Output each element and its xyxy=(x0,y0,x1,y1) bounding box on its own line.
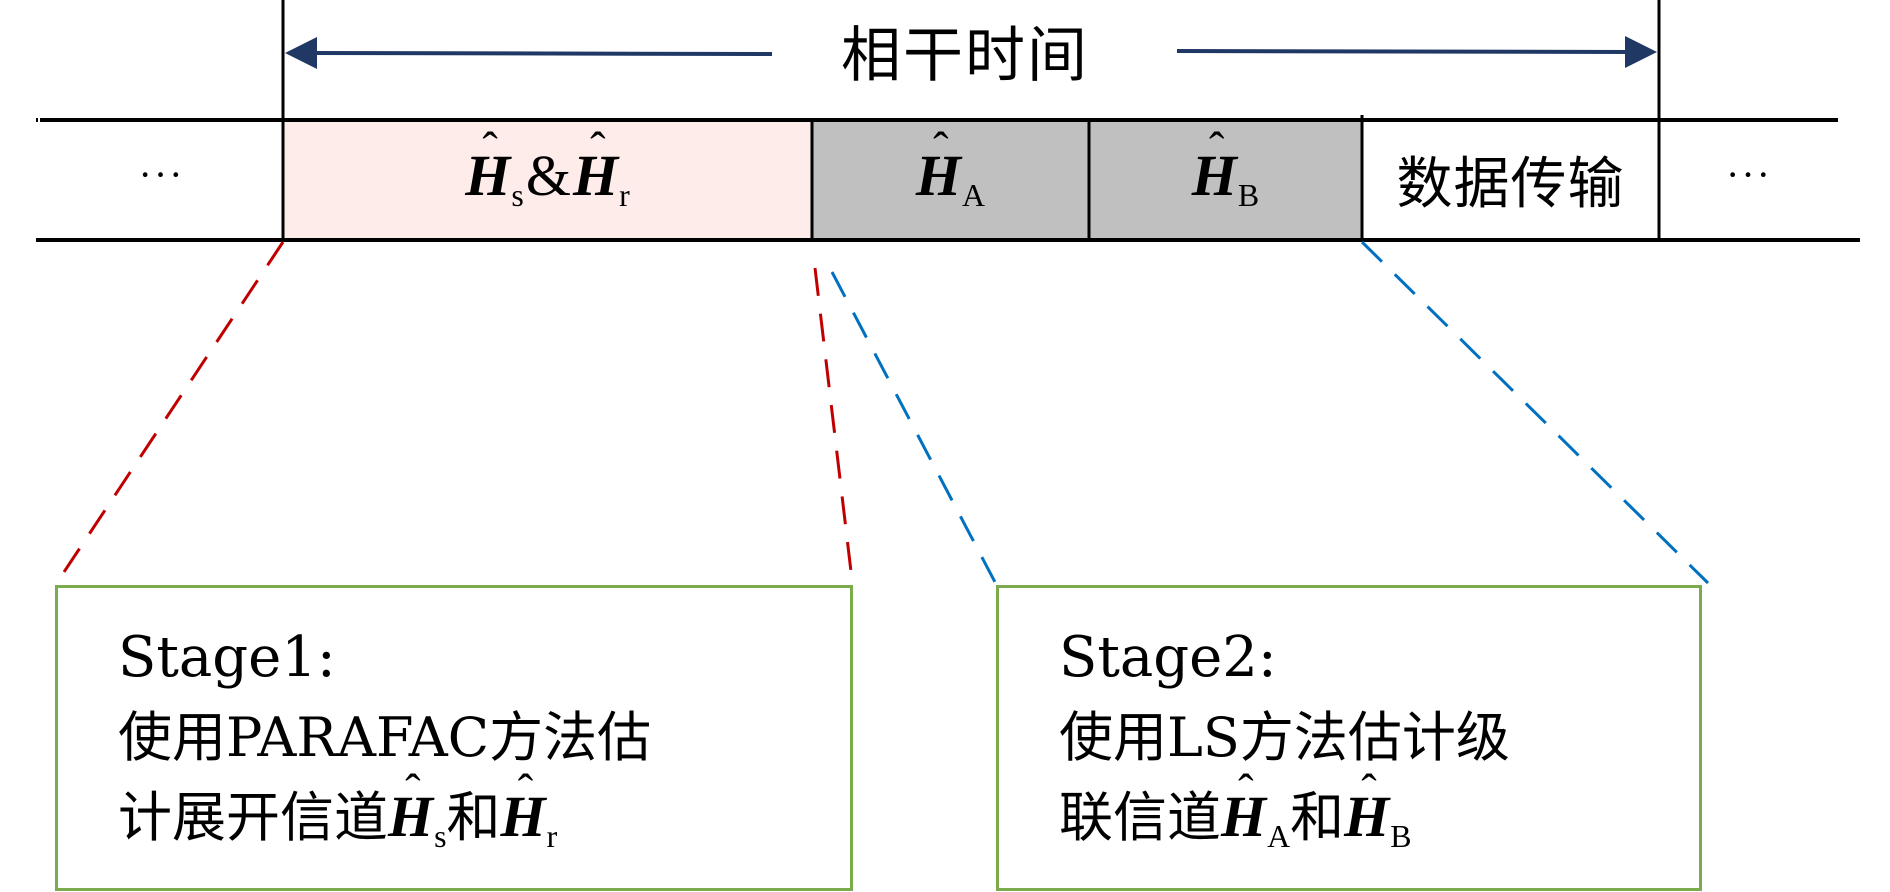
coherence-time-label: 相干时间 xyxy=(841,20,1089,91)
h-hat-symbol: H xyxy=(501,788,546,846)
data-transmission-label: 数据传输 xyxy=(1396,152,1625,217)
stage1-connector-right xyxy=(813,267,854,581)
frame-cell-hs-hr: Hs&Hr xyxy=(283,120,812,239)
subscript-s: s xyxy=(511,178,524,214)
subscript-b: B xyxy=(1237,178,1260,214)
subscript-r: r xyxy=(546,819,558,855)
stage1-box: Stage1: 使用PARAFAC方法估 计展开信道Hs和Hr xyxy=(55,585,853,891)
subscript-r: r xyxy=(619,178,630,214)
subscript-s: s xyxy=(434,819,447,855)
stage2-desc-line2: 联信道HA和HB xyxy=(1059,778,1510,858)
stage1-and: 和 xyxy=(446,786,501,849)
stage1-connector-left xyxy=(58,241,285,579)
stage1-text: Stage1: 使用PARAFAC方法估 计展开信道Hs和Hr xyxy=(118,618,651,858)
stage2-connector-right xyxy=(1360,240,1710,585)
stage2-and: 和 xyxy=(1290,786,1345,849)
hb-symbol: HB xyxy=(1192,146,1260,214)
stage2-connector-left xyxy=(830,271,998,585)
hs-hr-symbol: Hs&Hr xyxy=(465,146,630,214)
stage2-cjk-c: 联信道 xyxy=(1059,786,1221,849)
stage1-desc-line1: 使用PARAFAC方法估 xyxy=(118,698,651,778)
ellipsis-icon: ··· xyxy=(1726,152,1772,197)
h-hat-symbol: H xyxy=(465,146,510,205)
h-hat-symbol: H xyxy=(916,146,961,205)
coherence-arrow-left-shaft xyxy=(309,51,773,56)
stage2-title: Stage2: xyxy=(1059,625,1277,690)
stage2-cjk-b: 方法估计级 xyxy=(1239,706,1510,769)
stage1-title: Stage1: xyxy=(118,625,336,690)
frame-cell-data-transmission: 数据传输 xyxy=(1362,120,1659,239)
stage1-cell-fill xyxy=(283,120,812,239)
stage1-cjk-c: 计展开信道 xyxy=(118,786,388,849)
stage2-cjk-a: 使用 xyxy=(1059,706,1167,769)
stage2-desc-line1: 使用LS方法估计级 xyxy=(1059,698,1510,778)
stage2-method: LS xyxy=(1167,706,1240,769)
h-hat-symbol: H xyxy=(388,788,433,846)
stage1-method: PARAFAC xyxy=(226,706,490,769)
coherence-arrow-right-shaft xyxy=(1176,49,1633,54)
h-hat-symbol: H xyxy=(573,146,618,205)
stage2-text: Stage2: 使用LS方法估计级 联信道HA和HB xyxy=(1059,618,1510,858)
stage1-cjk-a: 使用 xyxy=(118,706,226,769)
ellipsis-icon: ··· xyxy=(138,152,185,197)
h-hat-symbol: H xyxy=(1344,788,1389,846)
frame-cell-left-ellipsis: ··· xyxy=(40,120,283,239)
ampersand: & xyxy=(525,142,571,208)
stage1-desc-line2: 计展开信道Hs和Hr xyxy=(118,778,651,858)
frame-cell-hb: HB xyxy=(1089,120,1362,239)
subscript-a: A xyxy=(962,178,986,214)
coherence-arrow-left-head xyxy=(285,37,317,69)
stage2-box: Stage2: 使用LS方法估计级 联信道HA和HB xyxy=(996,585,1702,891)
coherence-arrow-right-head xyxy=(1625,36,1657,68)
frame-cell-right-ellipsis: ··· xyxy=(1659,120,1839,239)
h-hat-symbol: H xyxy=(1192,146,1237,205)
h-hat-symbol: H xyxy=(1221,788,1266,846)
stage1-cjk-b: 方法估 xyxy=(489,706,652,769)
subscript-b: B xyxy=(1390,819,1412,855)
frame-cell-ha: HA xyxy=(812,120,1089,239)
subscript-a: A xyxy=(1267,819,1291,855)
ha-symbol: HA xyxy=(916,146,986,214)
